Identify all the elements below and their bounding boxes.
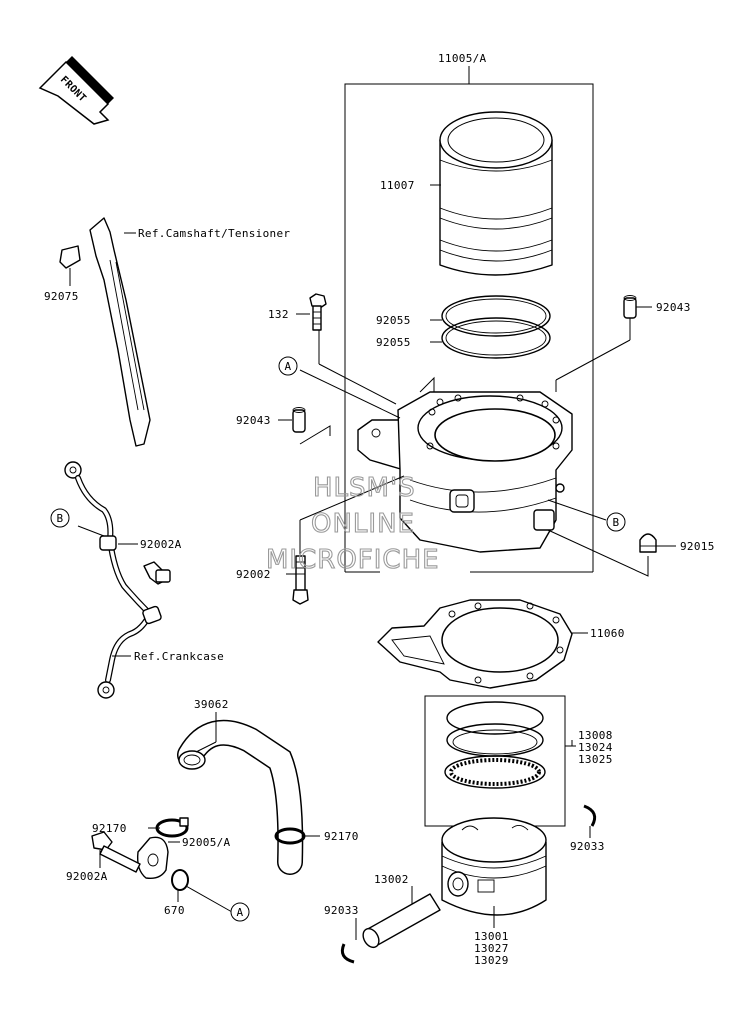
watermark: HLSM'S ONLINE MICROFICHE bbox=[265, 472, 440, 575]
dowel-pin-92043-left bbox=[292, 407, 306, 433]
svg-text:HLSM'S: HLSM'S bbox=[313, 473, 416, 503]
piston-13001 bbox=[441, 817, 547, 916]
front-arrow-icon: FRONT bbox=[38, 56, 114, 125]
svg-text:ONLINE: ONLINE bbox=[311, 509, 415, 539]
svg-text:A: A bbox=[237, 906, 244, 919]
svg-text:B: B bbox=[57, 512, 64, 525]
label-ref-crankcase: Ref.Crankcase bbox=[134, 650, 224, 663]
dowel-pin-92043-top bbox=[623, 295, 637, 319]
label-13001: 13001 bbox=[474, 930, 509, 943]
label-92033-right: 92033 bbox=[570, 840, 605, 853]
cylinder-block bbox=[357, 391, 573, 553]
hose-39062 bbox=[177, 719, 304, 875]
label-ref-camshaft: Ref.Camshaft/Tensioner bbox=[138, 227, 290, 240]
label-13008: 13008 bbox=[578, 729, 613, 742]
fitting-92005A bbox=[136, 836, 169, 880]
label-92002A-upper: 92002A bbox=[140, 538, 182, 551]
label-39062: 39062 bbox=[194, 698, 229, 711]
label-670: 670 bbox=[164, 904, 185, 917]
label-13002: 13002 bbox=[374, 873, 409, 886]
label-13025: 13025 bbox=[578, 753, 613, 766]
label-92033-left: 92033 bbox=[324, 904, 359, 917]
label-92002: 92002 bbox=[236, 568, 271, 581]
cylinder-assembly-box bbox=[344, 66, 594, 573]
o-rings-92055 bbox=[441, 295, 551, 359]
chain-guide bbox=[89, 217, 151, 447]
label-92055-upper: 92055 bbox=[376, 314, 411, 327]
label-92005A: 92005/A bbox=[182, 836, 231, 849]
label-11007: 11007 bbox=[380, 179, 415, 192]
label-13024: 13024 bbox=[578, 741, 613, 754]
marker-a-bottom: A bbox=[230, 902, 250, 922]
cap-nut-92015 bbox=[639, 533, 657, 553]
label-13029: 13029 bbox=[474, 954, 509, 967]
label-92015: 92015 bbox=[680, 540, 715, 553]
label-92043-right: 92043 bbox=[656, 301, 691, 314]
clamp-92170-upper bbox=[155, 817, 189, 838]
label-92075: 92075 bbox=[44, 290, 79, 303]
label-132: 132 bbox=[268, 308, 289, 321]
circlip-92033-right bbox=[583, 804, 597, 827]
svg-text:A: A bbox=[285, 360, 292, 373]
label-92055-lower: 92055 bbox=[376, 336, 411, 349]
marker-b-left: B bbox=[50, 508, 70, 528]
clip-92075 bbox=[59, 245, 81, 269]
oil-pipe bbox=[64, 461, 162, 699]
label-11060: 11060 bbox=[590, 627, 625, 640]
piston-pin-13002 bbox=[362, 893, 441, 949]
part-labels: 11005/A 11007 132 92043 92055 92055 9204… bbox=[44, 52, 715, 967]
bolt-92002A-lower bbox=[91, 831, 141, 873]
cylinder-sleeve-11007 bbox=[439, 111, 553, 276]
label-13027: 13027 bbox=[474, 942, 509, 955]
leader-lines bbox=[69, 184, 676, 940]
svg-text:MICROFICHE: MICROFICHE bbox=[266, 545, 440, 575]
label-92002A-lower: 92002A bbox=[66, 870, 108, 883]
svg-text:B: B bbox=[613, 516, 620, 529]
gasket-11060 bbox=[377, 599, 573, 689]
label-11005A: 11005/A bbox=[438, 52, 487, 65]
circlip-92033-left bbox=[340, 943, 355, 964]
bolt-132 bbox=[309, 293, 327, 331]
bolt-92002A-upper bbox=[143, 561, 171, 585]
label-92170-right: 92170 bbox=[324, 830, 359, 843]
label-92170-left: 92170 bbox=[92, 822, 127, 835]
marker-b-right: B bbox=[606, 512, 626, 532]
o-ring-670 bbox=[171, 869, 189, 891]
marker-a-top: A bbox=[278, 356, 298, 376]
label-92043-left: 92043 bbox=[236, 414, 271, 427]
piston-rings-box bbox=[424, 695, 566, 827]
